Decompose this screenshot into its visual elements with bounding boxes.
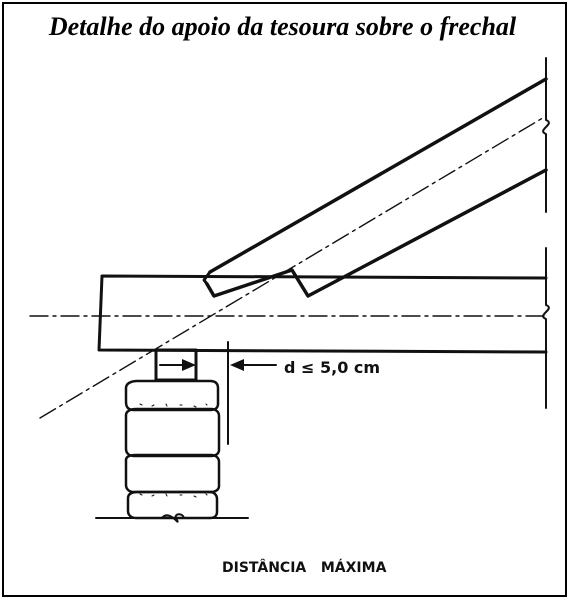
rafter-top-edge <box>208 77 548 274</box>
rafter-notch <box>202 270 212 286</box>
arrowhead-left <box>182 359 196 371</box>
caption: DISTÂNCIA MÁXIMA <box>222 559 387 576</box>
break-line-upper <box>542 57 550 213</box>
figure-title: Detalhe do apoio da tesoura sobre o frec… <box>48 12 517 41</box>
dimension-label: d ≤ 5,0 cm <box>284 358 380 377</box>
ground-line <box>95 513 249 523</box>
rafter-bottom-edge <box>205 168 548 298</box>
break-line-lower <box>542 247 550 409</box>
arrowhead-right <box>230 359 244 371</box>
wall-plate <box>97 274 548 354</box>
rafter-axis <box>39 115 547 419</box>
brick-pillar <box>124 379 221 520</box>
mortar-stipple <box>139 403 208 498</box>
